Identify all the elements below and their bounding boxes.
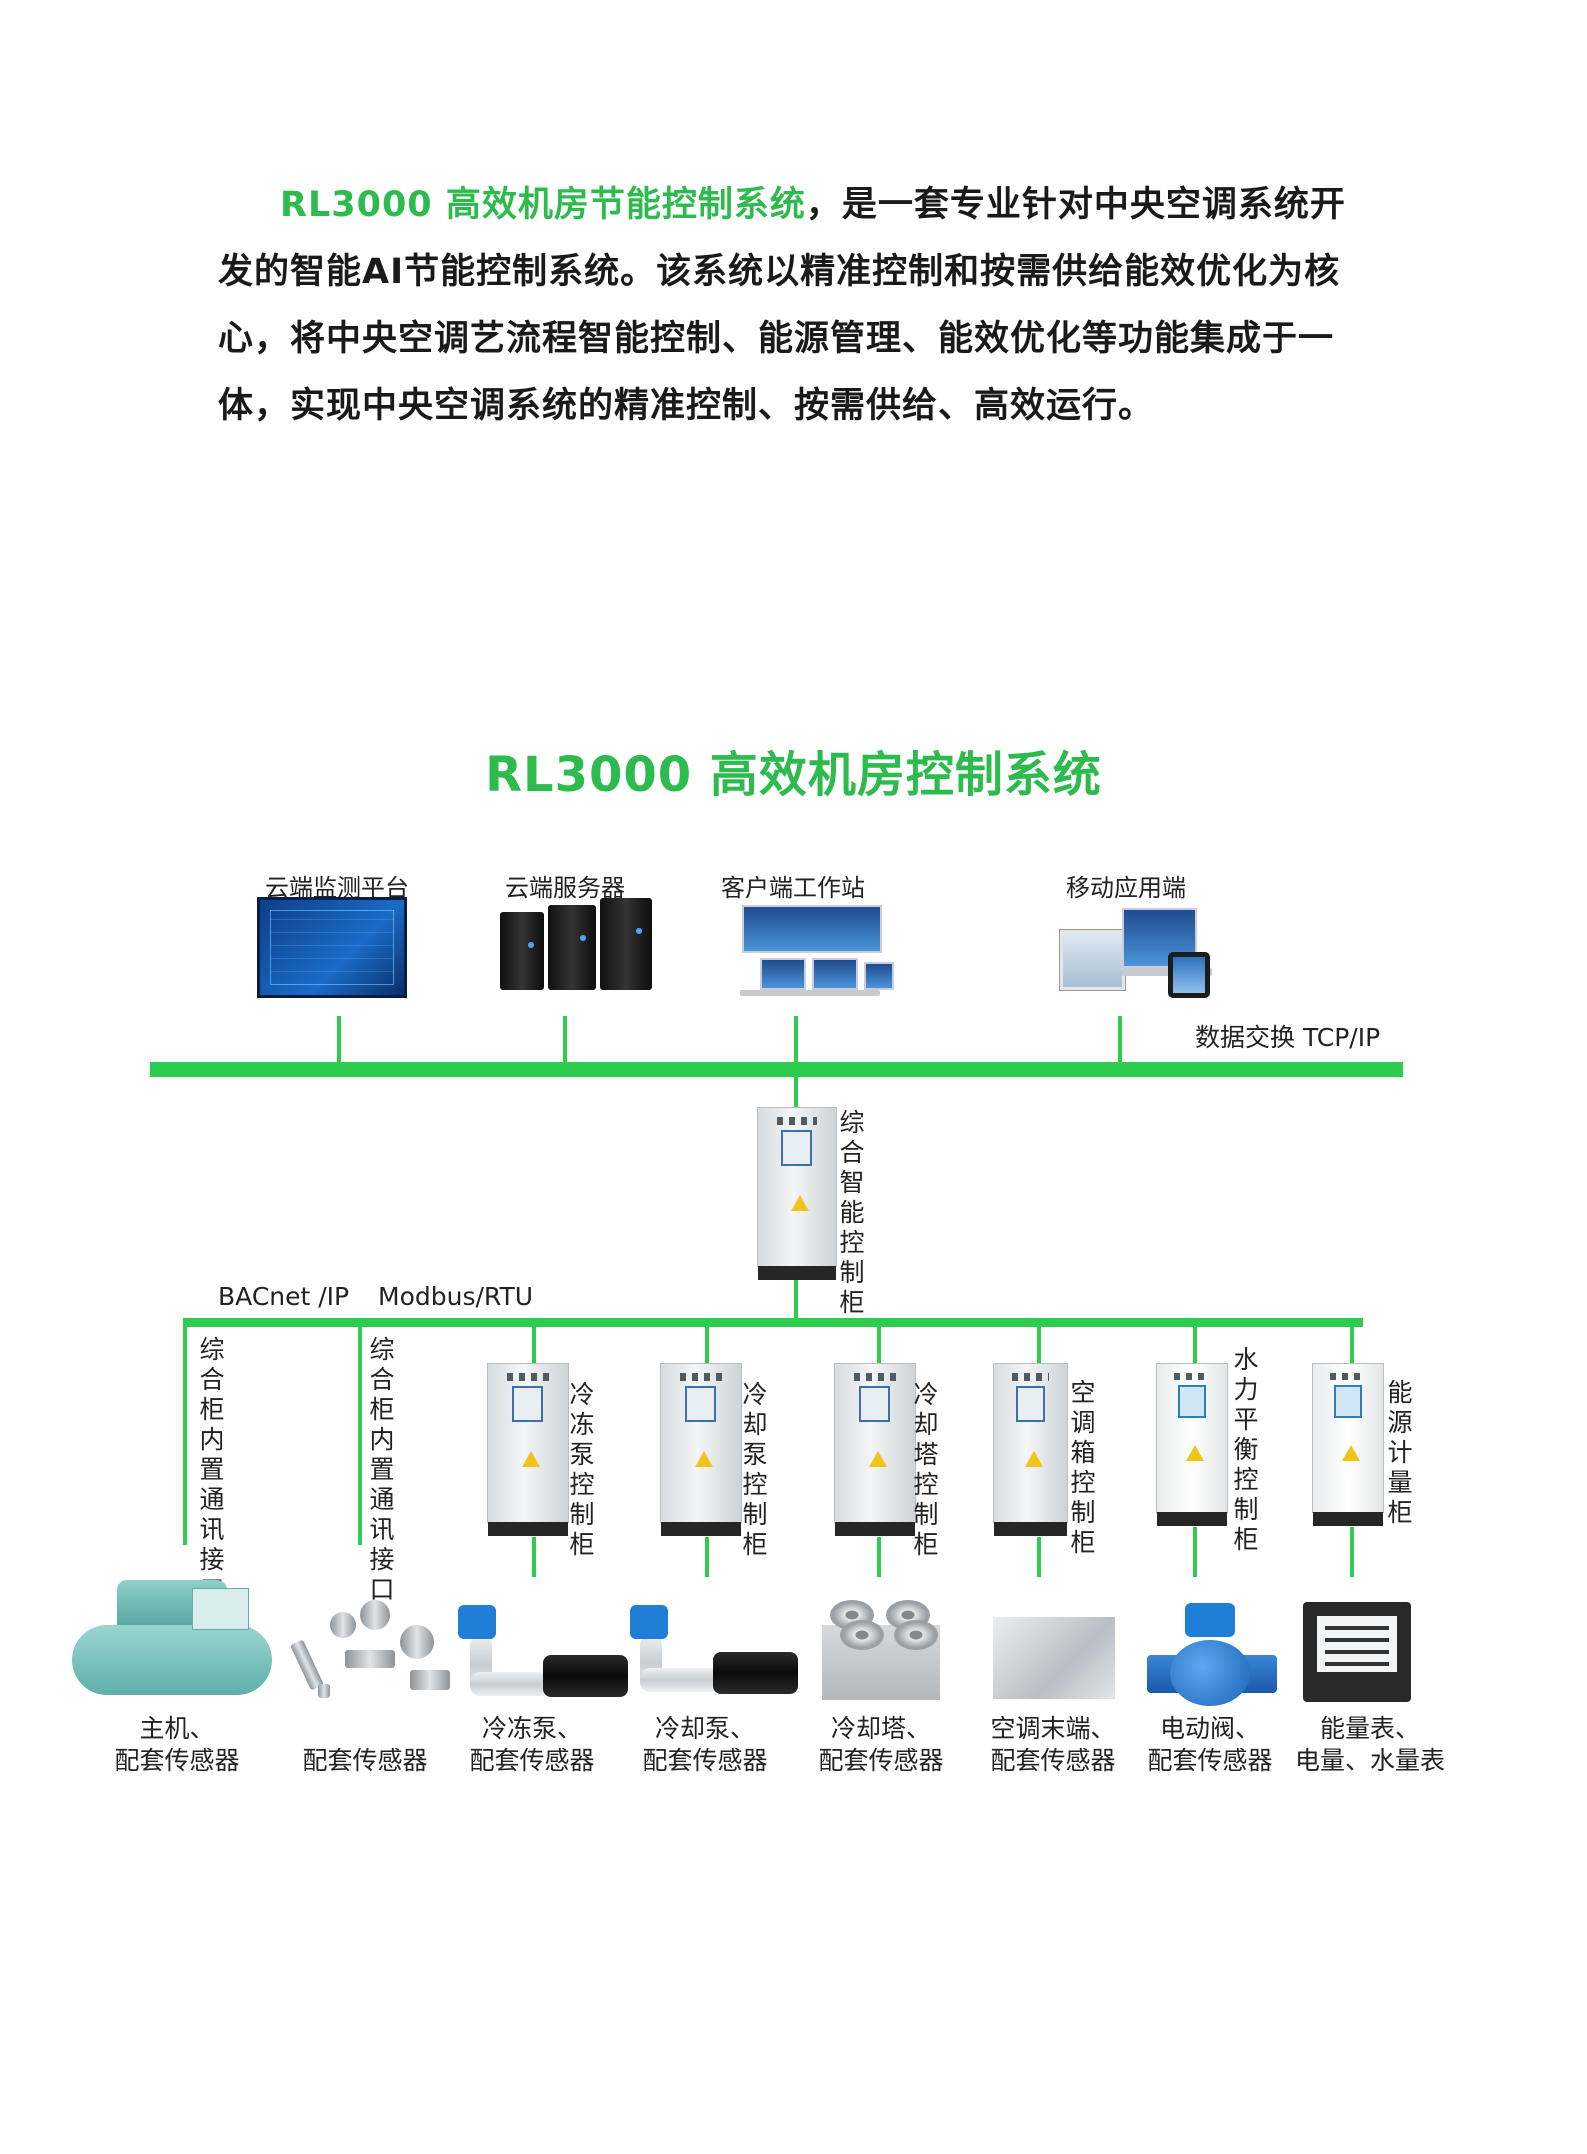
drop-line-interface-2 [358,1327,362,1545]
drop-line-cloud-monitor [337,1016,341,1062]
cabinet-label-metering: 能源计量柜 [1387,1378,1413,1527]
diagram-title: RL3000 高效机房控制系统 [485,747,1102,803]
top-node-label-client-workstation: 客户端工作站 [721,874,865,902]
device-label-cooling-tower: 冷却塔、 配套传感器 [818,1714,944,1775]
device-label-ahu-terminal: 空调末端、 配套传感器 [990,1714,1116,1775]
chiller-image [72,1580,272,1705]
central-cabinet-image [757,1107,837,1280]
cabinet-label-ahu: 空调箱控制柜 [1070,1378,1096,1557]
intro-text: ，是一套专业针对中央空调系统开发的智能AI节能控制系统。该系统以精准控制和按需供… [218,185,1346,426]
cabinet-ahu-image [993,1363,1068,1536]
drop-line-cabinet-metering [1350,1327,1354,1363]
protocol-bacnet: BACnet /IP [218,1282,350,1311]
central-cabinet-label: 综合智能控制柜 [839,1108,865,1317]
drop-line-interface-1 [183,1327,187,1545]
central-cabinet-down-line [794,1280,798,1320]
device-label-chilled-pump: 冷冻泵、 配套传感器 [469,1714,595,1775]
drop-line-device-chilled-pump [532,1537,536,1577]
drop-line-device-cooling-pump [705,1537,709,1577]
energy-meter-image [1303,1602,1411,1702]
device-label-energy-meter: 能量表、 电量、水量表 [1294,1714,1445,1775]
drop-line-cabinet-hydraulic [1193,1327,1197,1363]
drop-line-device-meter [1350,1527,1354,1577]
device-label-motorized-valve: 电动阀、 配套传感器 [1147,1714,1273,1775]
drop-line-device-cooling-tower [877,1537,881,1577]
drop-line-cloud-server [563,1016,567,1062]
cabinet-label-chilled-pump: 冷冻泵控制柜 [569,1380,595,1559]
tcp-ip-bus [150,1062,1403,1077]
drop-line-cabinet-ahu [1037,1327,1041,1363]
cabinet-cooling-pump-image [660,1363,742,1536]
drop-line-device-ahu [1037,1537,1041,1577]
intro-highlight: RL3000 高效机房节能控制系统 [280,185,806,225]
ahu-terminal-image [993,1617,1115,1699]
cabinet-label-cooling-pump: 冷却泵控制柜 [742,1380,768,1559]
top-node-label-cloud-server: 云端服务器 [505,874,625,902]
intro-paragraph: RL3000 高效机房节能控制系统，是一套专业针对中央空调系统开发的智能AI节能… [218,172,1378,440]
protocol-modbus: Modbus/RTU [378,1282,534,1311]
interface-label-2: 综合柜内置通讯接口 [369,1335,395,1604]
drop-line-cabinet-chilled-pump [532,1327,536,1363]
cabinet-label-hydraulic: 水力平衡控制柜 [1233,1345,1259,1554]
device-label-sensors: 配套传感器 [302,1746,428,1775]
cabinet-metering-image [1312,1363,1384,1526]
drop-line-mobile [1118,1016,1122,1062]
central-cabinet-up-line [794,1077,798,1107]
interface-label-1: 综合柜内置通讯接口 [199,1335,225,1604]
cabinet-chilled-pump-image [487,1363,569,1536]
cabinet-hydraulic-image [1156,1363,1228,1526]
device-label-chiller: 主机、 配套传感器 [114,1714,240,1775]
cabinet-label-cooling-tower: 冷却塔控制柜 [913,1380,939,1559]
device-label-cooling-pump: 冷却泵、 配套传感器 [642,1714,768,1775]
cabinet-cooling-tower-image [834,1363,916,1536]
cloud-monitor-image [257,897,407,998]
drop-line-device-valve [1193,1527,1197,1577]
network-label: 数据交换 TCP/IP [1195,1023,1381,1052]
drop-line-cabinet-cooling-pump [705,1327,709,1363]
drop-line-client [794,1016,798,1062]
field-bus [183,1318,1363,1327]
top-node-label-mobile-app: 移动应用端 [1066,874,1186,902]
drop-line-cabinet-cooling-tower [877,1327,881,1363]
